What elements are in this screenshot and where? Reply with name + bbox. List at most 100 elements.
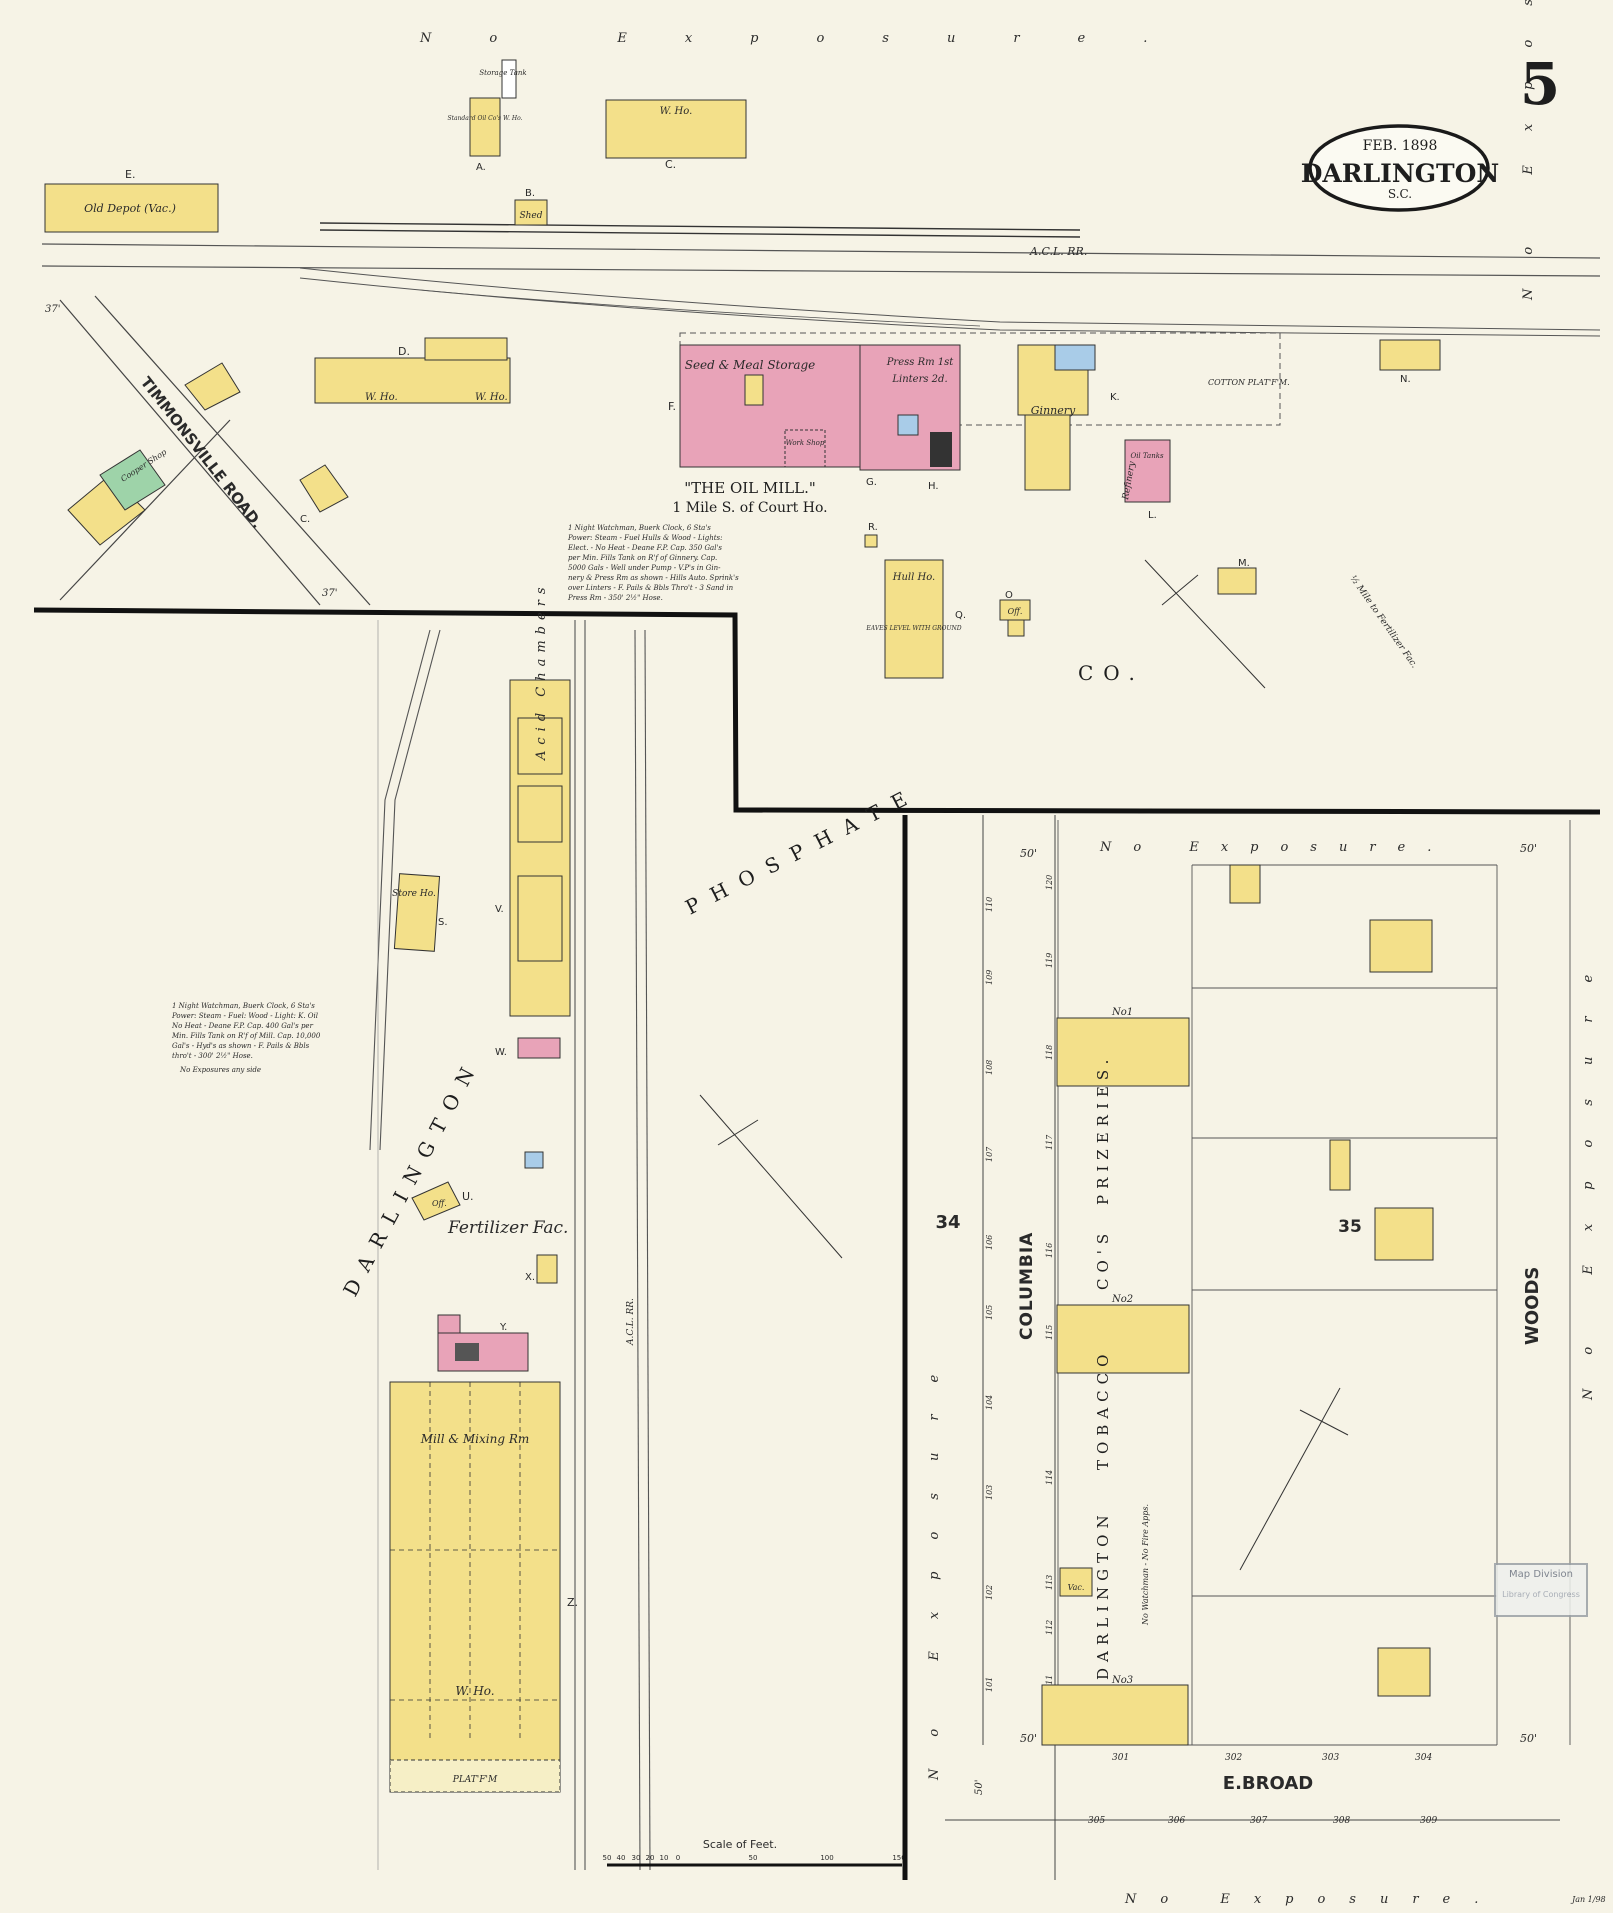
road-width-50b: 50' <box>1020 1732 1037 1745</box>
exposure-block35-top: No Exposure. <box>1099 840 1453 855</box>
columbia-house-numbers: 101 102 103 104 105 106 107 108 109 110 … <box>985 875 1054 1692</box>
building-standard-oil: Storage Tank Standard Oil Co's W. Ho. <box>447 59 527 157</box>
oil-note-7: over Linters - F. Pails & Bbls Thro't - … <box>568 584 734 592</box>
woods-road-label: WOODS <box>1522 1267 1543 1345</box>
letter-v: V. <box>495 904 504 915</box>
phosphate-co-boundary <box>33 607 1601 815</box>
scale-tick-50a: 50 <box>603 1854 612 1862</box>
building-cooper-shop: Cooper Shop <box>67 448 168 546</box>
scale-tick-150: 150 <box>892 1854 905 1862</box>
hn-117: 117 <box>1045 1134 1054 1150</box>
building-old-depot: Old Depot (Vac.) <box>44 183 219 233</box>
oil-mill-title: "THE OIL MILL." <box>684 479 816 497</box>
exposure-bottom: No Exposure. <box>1124 1892 1502 1907</box>
w-ho-d1-label: W. Ho. <box>365 392 398 403</box>
hn-101: 101 <box>985 1677 994 1692</box>
building-well <box>524 1151 544 1169</box>
building-shed: Shed <box>514 199 548 226</box>
tobacco-prizeries: PRIZERIES. <box>1094 1054 1112 1205</box>
road-width-50c: 50' <box>1520 842 1537 855</box>
hn-301: 301 <box>1112 1753 1129 1763</box>
exposure-right: No Exposure <box>1521 0 1536 301</box>
hn-112: 112 <box>1045 1620 1054 1635</box>
building-off-o: Off. <box>999 599 1031 637</box>
fert-note-3: No Heat - Deane F.P. Cap. 400 Gal's per <box>171 1022 314 1030</box>
fert-note-2: Power: Steam - Fuel: Wood - Light: K. Oi… <box>171 1012 318 1020</box>
phosphate-label: PHOSPHATE <box>681 780 923 919</box>
letter-g: G. <box>866 477 877 488</box>
oil-note-1: 1 Night Watchman, Buerk Clock, 6 Sta's <box>568 524 711 532</box>
building-seed-meal-storage: Seed & Meal Storage Work Shop <box>679 344 861 468</box>
work-shop-label: Work Shop <box>786 439 825 447</box>
exposure-top: No Exposure. <box>419 31 1205 46</box>
building-d-block35a <box>1369 919 1433 973</box>
store-ho-label: Store Ho. <box>392 889 436 899</box>
w-ho-top-label: W. Ho. <box>660 106 693 117</box>
stamp-top-text: Map Division <box>1509 1569 1573 1580</box>
hn-104: 104 <box>985 1395 994 1410</box>
building-d-block35c <box>1377 1647 1431 1697</box>
e-broad-house-numbers: 301 302 303 304 305 306 307 308 309 <box>1088 1753 1437 1826</box>
letter-d-ware: D. <box>398 345 410 358</box>
letter-e-depot: E. <box>125 168 135 181</box>
building-y-engine <box>437 1314 529 1372</box>
hn-307: 307 <box>1250 1816 1267 1826</box>
acid-chambers-label: Acid Chambers <box>534 581 549 761</box>
hn-105: 105 <box>985 1305 994 1320</box>
building-x <box>536 1254 558 1284</box>
ginnery-label: Ginnery <box>1031 404 1076 417</box>
oil-note-4: per Min. Fills Tank on R'f of Ginnery. C… <box>568 554 717 562</box>
e-broad-street <box>945 1745 1560 1880</box>
building-c-block35 <box>1229 864 1261 904</box>
building-w-ho-top: W. Ho. <box>605 99 747 159</box>
hn-115: 115 <box>1045 1325 1054 1340</box>
north-arrow-1 <box>1144 559 1266 689</box>
oil-mill-title-block: "THE OIL MILL." 1 Mile S. of Court Ho. <box>672 479 827 516</box>
hn-120: 120 <box>1045 875 1054 890</box>
hn-103: 103 <box>985 1485 994 1500</box>
letter-w: W. <box>495 1047 507 1058</box>
mill-mixing-label: Mill & Mixing Rm <box>420 1432 529 1446</box>
oil-note-6: nery & Press Rm as shown - Hills Auto. S… <box>568 574 739 582</box>
letter-o: O <box>1005 590 1013 601</box>
map-city: DARLINGTON <box>1301 159 1500 188</box>
press-rm-label: Press Rm 1st <box>886 357 955 368</box>
letter-c-timm: C. <box>300 514 310 525</box>
co-label: CO. <box>1078 661 1145 685</box>
fert-note-6: thro't - 300' 2½" Hose. <box>172 1052 253 1060</box>
railroad-label: A.C.L. RR. <box>1029 245 1087 258</box>
building-c-shed <box>299 464 349 513</box>
scale-tick-10: 10 <box>660 1854 669 1862</box>
map-state: S.C. <box>1388 187 1412 201</box>
fert-fac-direction: ½ Mile to Fertilizer Fac. <box>1348 573 1420 670</box>
hn-106: 106 <box>985 1235 994 1250</box>
block-34: 34 <box>935 1212 960 1233</box>
building-hull-ho: Hull Ho. EAVES LEVEL WITH GROUND <box>865 559 962 679</box>
railroad-tracks <box>41 222 1601 337</box>
building-m <box>1217 567 1257 595</box>
letter-a: A. <box>476 162 486 173</box>
hn-305: 305 <box>1088 1816 1105 1826</box>
oil-note-5: 5000 Gals - Well under Pump - V.P's in G… <box>568 564 721 572</box>
road-width-50e: 50' <box>974 1780 985 1795</box>
letter-s: S. <box>438 917 448 928</box>
letter-y: Y. <box>499 1322 507 1333</box>
road-width-37b: 37' <box>322 588 337 599</box>
oil-mill-subtitle: 1 Mile S. of Court Ho. <box>672 500 827 516</box>
linters-label: Linters 2d. <box>891 374 947 385</box>
fertilizer-fac-label: Fertilizer Fac. <box>447 1218 568 1238</box>
exposure-woods-right: No Exposure <box>1581 941 1596 1401</box>
cotton-platform-label: COTTON PLAT'F'M. <box>1208 378 1290 387</box>
hn-102: 102 <box>985 1585 994 1600</box>
darlington-fert-label: DARLINGTON <box>338 1053 485 1300</box>
fert-platform-label: PLAT'F'M <box>452 1775 498 1785</box>
building-d-warehouses: W. Ho. W. Ho. <box>314 337 511 404</box>
hn-111: 111 <box>1045 1675 1054 1690</box>
hn-306: 306 <box>1168 1816 1185 1826</box>
letter-r: R. <box>868 522 878 533</box>
no2-label: No2 <box>1111 1294 1133 1305</box>
hn-119: 119 <box>1045 953 1054 968</box>
oil-mill-dashed-boundary <box>679 332 1281 426</box>
vertical-rr-label: A.C.L. RR. <box>626 1298 636 1346</box>
